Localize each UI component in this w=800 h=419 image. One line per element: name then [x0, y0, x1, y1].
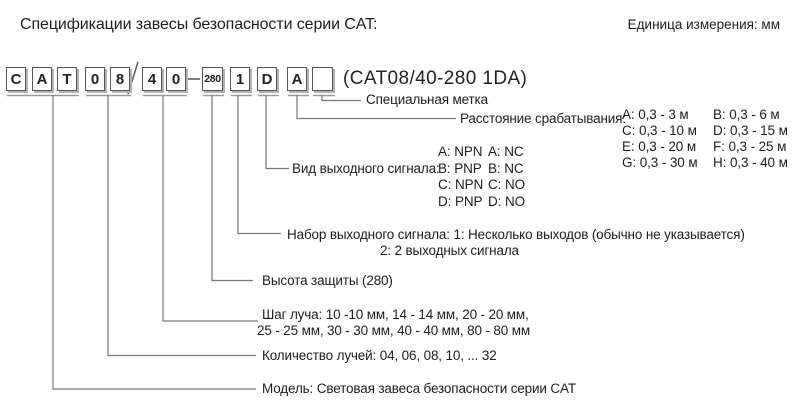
signal-type-option: C: NO	[488, 177, 526, 193]
code-box-d: D	[257, 67, 277, 91]
callout-line-signal-type	[265, 95, 289, 170]
signal-type-option: C: NPN	[438, 177, 484, 193]
page-title: Спецификации завесы безопасности серии C…	[20, 16, 378, 33]
callout-line-beam-count	[107, 95, 256, 357]
code-box-8: 8	[110, 67, 130, 91]
signal-type-option: A: NC	[488, 144, 524, 159]
label-model: Модель: Световая завеса безопасности сер…	[262, 381, 576, 396]
code-box-1: 1	[230, 67, 250, 91]
label-beam-pitch-line2: 25 - 25 мм, 30 - 30 мм, 40 - 40 мм, 80 -…	[257, 323, 530, 338]
signal-type-option: B: PNP	[438, 160, 482, 176]
distance-options-col1: A: 0,3 - 3 м C: 0,3 - 10 м E: 0,3 - 20 м…	[622, 107, 698, 171]
code-box-t: T	[57, 67, 77, 91]
distance-options-col2: B: 0,3 - 6 м D: 0,3 - 15 м F: 0,3 - 25 м…	[713, 107, 788, 171]
callout-line-beam-pitch	[162, 95, 258, 322]
code-box-0a: 0	[85, 67, 105, 91]
code-box-0b: 0	[166, 67, 186, 91]
unit-note: Единица измерения: мм	[627, 17, 780, 32]
callout-line-height	[211, 95, 253, 282]
example-code: (CAT08/40-280 1DA)	[343, 68, 528, 89]
code-box-a2: A	[287, 67, 307, 91]
code-box-c: C	[6, 67, 26, 91]
label-special-mark: Специальная метка	[366, 91, 488, 107]
callout-elbows	[52, 95, 456, 390]
signal-type-option: D: PNP	[438, 194, 483, 210]
distance-option: G: 0,3 - 30 м	[622, 155, 698, 170]
code-box-4: 4	[142, 67, 162, 91]
distance-option: H: 0,3 - 40 м	[713, 155, 788, 170]
callout-line-model	[52, 95, 256, 390]
signal-type-col1: A: NPN B: PNP C: NPN D: PNP	[438, 144, 483, 211]
label-sensing-distance: Расстояние срабатывания:	[460, 110, 626, 126]
code-box-a1: A	[32, 67, 52, 91]
distance-option: A: 0,3 - 3 м	[622, 107, 689, 122]
signal-type-col2: A: NC B: NC C: NO D: NO	[488, 144, 525, 211]
distance-option: C: 0,3 - 10 м	[622, 123, 697, 138]
label-protection-height: Высота защиты (280)	[262, 272, 393, 288]
callout-line-special-mark	[321, 95, 361, 102]
label-signal-type: Вид выходного сигнала:	[292, 160, 440, 176]
label-signal-set-line1: Набор выходного сигнала: 1: Несколько вы…	[287, 226, 745, 242]
label-signal-set-line2: 2: 2 выходных сигнала	[380, 242, 519, 258]
callout-line-distance	[296, 95, 456, 120]
signal-type-option: A: NPN	[438, 144, 483, 159]
distance-option: F: 0,3 - 25 м	[713, 139, 787, 154]
code-box-blank	[312, 67, 333, 91]
distance-option: B: 0,3 - 6 м	[713, 107, 780, 122]
label-beam-count: Количество лучей: 04, 06, 08, 10, ... 32	[262, 347, 497, 363]
code-box-280: 280	[202, 67, 223, 91]
signal-type-option: D: NO	[488, 194, 526, 210]
callout-line-signal-set	[237, 95, 281, 235]
distance-option: D: 0,3 - 15 м	[713, 123, 788, 138]
signal-type-option: B: NC	[488, 160, 524, 176]
distance-option: E: 0,3 - 20 м	[622, 139, 697, 154]
label-beam-pitch-line1: Шаг луча: 10 -10 мм, 14 - 14 мм, 20 - 20…	[262, 307, 529, 322]
